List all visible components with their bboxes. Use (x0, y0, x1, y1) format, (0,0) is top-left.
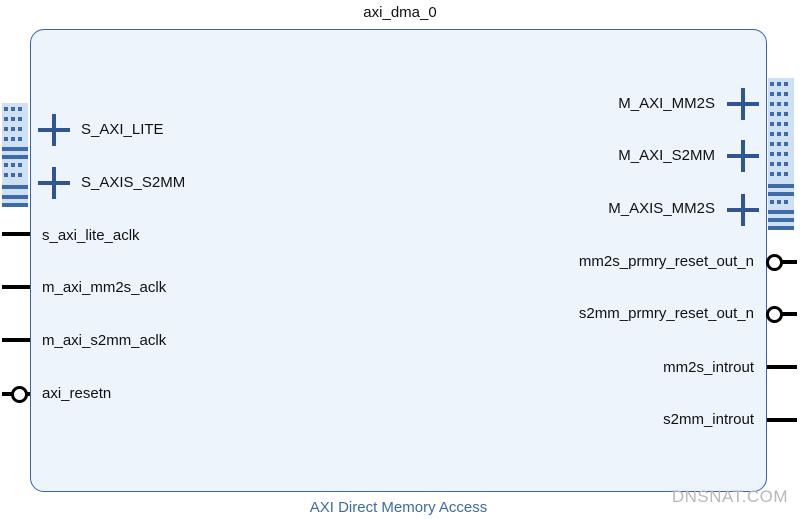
port-m-axi-s2mm-aclk[interactable]: m_axi_s2mm_aclk (42, 332, 167, 349)
m-axi-s2mm-expand-icon[interactable] (727, 140, 759, 172)
mm2s-reset-inversion-bubble (766, 254, 783, 271)
port-s2mm-introut[interactable]: s2mm_introut (663, 411, 754, 428)
port-m-axi-s2mm[interactable]: M_AXI_S2MM (618, 147, 715, 164)
port-m-axi-mm2s-aclk[interactable]: m_axi_mm2s_aclk (42, 279, 167, 296)
ip-type-name: AXI Direct Memory Access (309, 499, 488, 516)
port-s-axis-s2mm[interactable]: S_AXIS_S2MM (81, 174, 186, 191)
right-bus-stripes (768, 78, 794, 230)
m-axi-mm2s-expand-icon[interactable] (727, 88, 759, 120)
ip-block[interactable] (30, 29, 767, 492)
pin-m-axi-mm2s-aclk[interactable] (2, 285, 30, 289)
pin-s-axi-lite-aclk[interactable] (2, 232, 30, 236)
port-s-axi-lite[interactable]: S_AXI_LITE (81, 121, 164, 138)
port-m-axis-mm2s[interactable]: M_AXIS_MM2S (608, 200, 715, 217)
port-s2mm-prmry-reset-out-n[interactable]: s2mm_prmry_reset_out_n (578, 305, 754, 322)
s2mm-reset-inversion-bubble (766, 306, 783, 323)
pin-s2mm-introut[interactable] (767, 418, 797, 422)
port-mm2s-introut[interactable]: mm2s_introut (663, 359, 754, 376)
port-s-axi-lite-aclk[interactable]: s_axi_lite_aclk (42, 227, 140, 244)
port-m-axi-mm2s[interactable]: M_AXI_MM2S (618, 95, 715, 112)
m-axis-mm2s-expand-icon[interactable] (727, 194, 759, 226)
s-axis-s2mm-expand-icon[interactable] (38, 167, 70, 199)
pin-m-axi-s2mm-aclk[interactable] (2, 338, 30, 342)
pin-mm2s-introut[interactable] (767, 365, 797, 369)
port-axi-resetn[interactable]: axi_resetn (42, 385, 112, 402)
port-mm2s-prmry-reset-out-n[interactable]: mm2s_prmry_reset_out_n (578, 253, 754, 270)
watermark: DNSNAT.COM (671, 487, 788, 506)
left-bus-stripes (2, 103, 28, 207)
block-instance-name: axi_dma_0 (363, 4, 437, 21)
s-axi-lite-expand-icon[interactable] (38, 114, 70, 146)
axi-resetn-inversion-bubble (11, 386, 28, 403)
